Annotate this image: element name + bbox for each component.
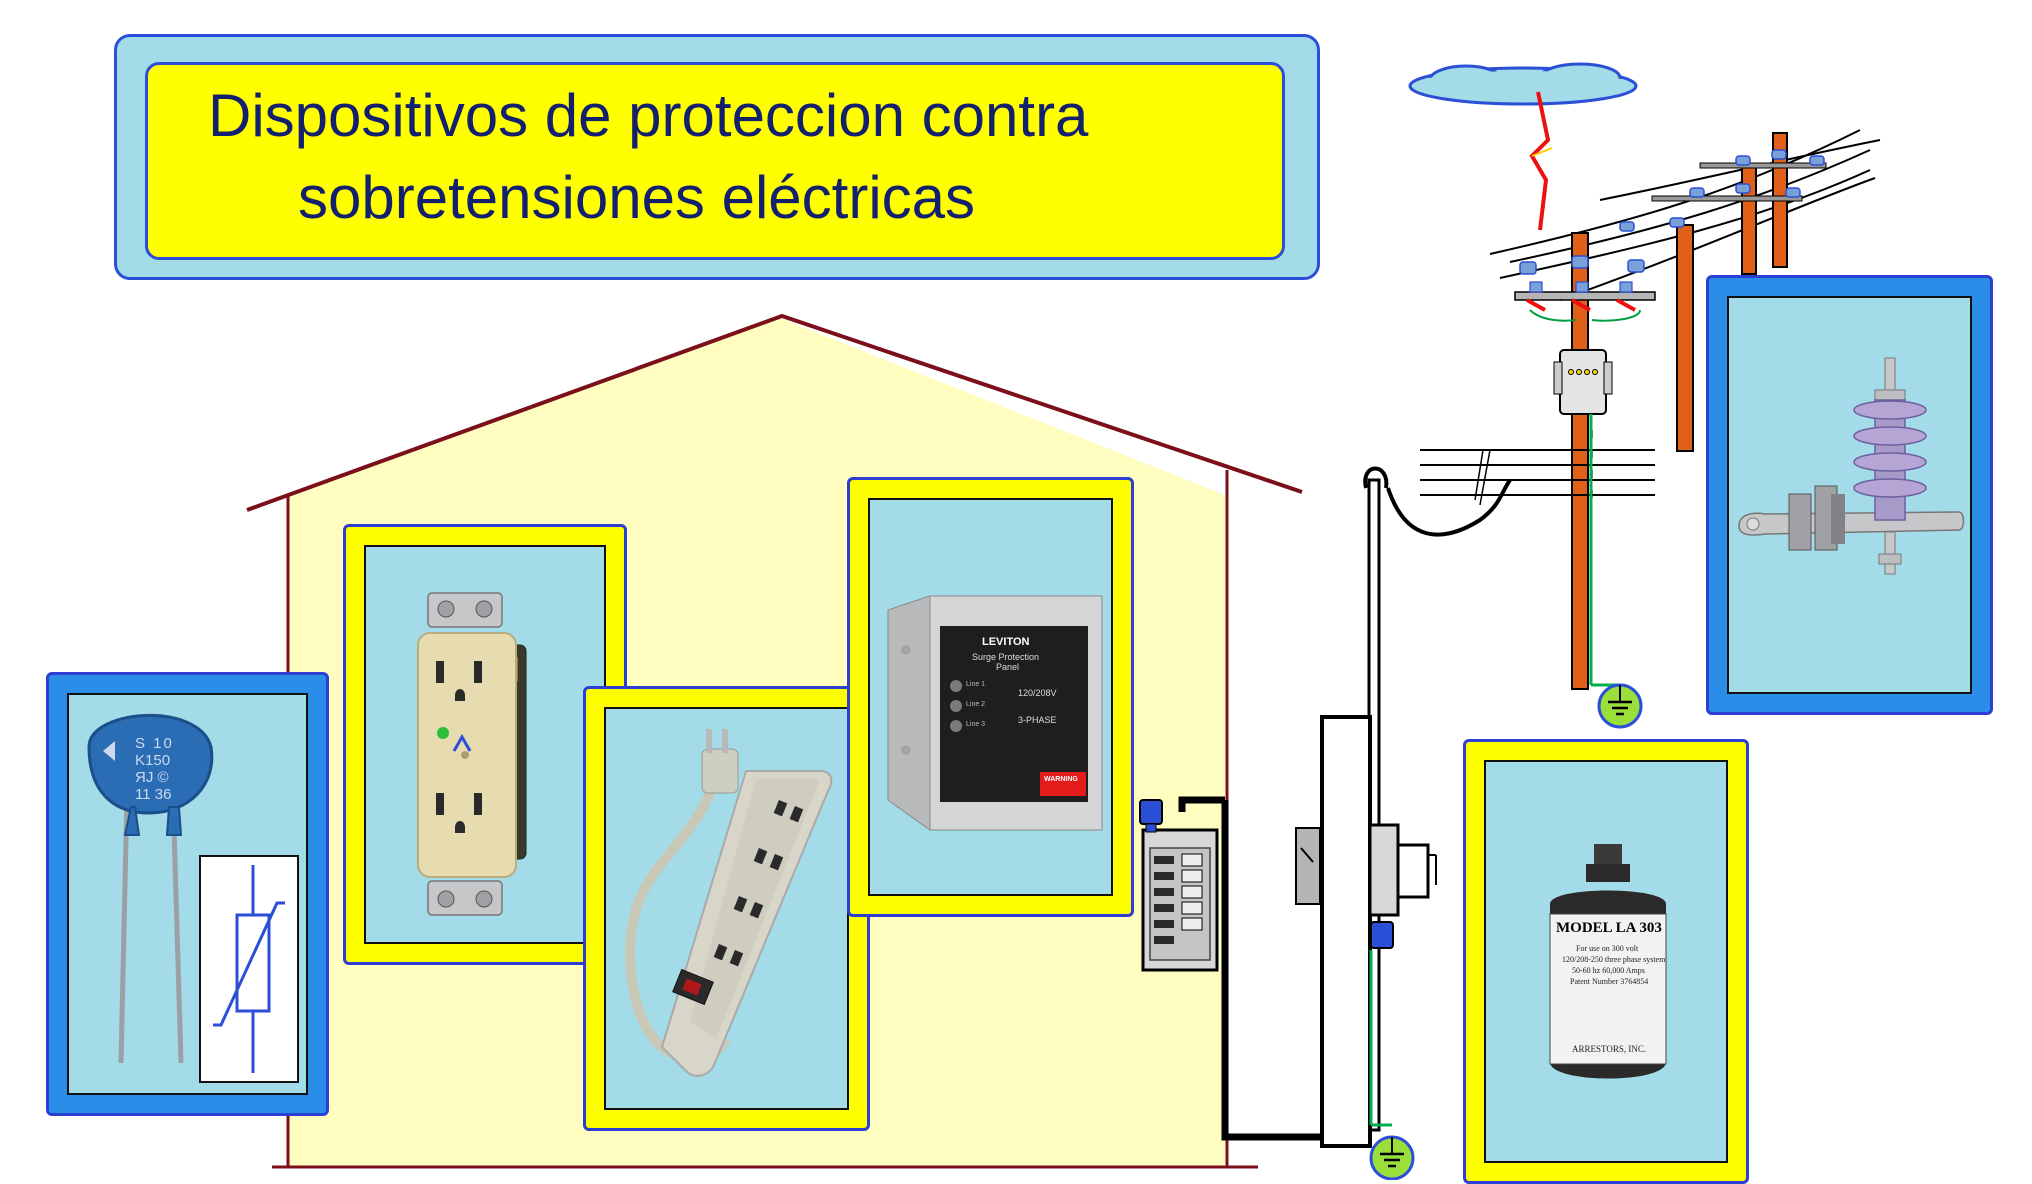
- arrester-can-panel: MODEL LA 303 For use on 300 volt 120/208…: [1484, 760, 1728, 1163]
- surge-panel-illustration: [887, 595, 1103, 831]
- surge-panel-name-1: Surge Protection: [972, 652, 1040, 662]
- line-arrester-panel: [1727, 296, 1972, 694]
- title-line-2: sobretensiones eléctricas: [298, 164, 976, 231]
- power-lines: [1489, 129, 1881, 301]
- pole-insulators: [1519, 255, 1645, 275]
- varistor-marking-4: 11 36: [135, 786, 172, 803]
- service-weatherhead: [1363, 466, 1389, 489]
- utility-pole-main: [1571, 232, 1589, 690]
- meter-surge-module: [1370, 921, 1394, 949]
- varistor-marking-2: K150: [135, 752, 171, 769]
- arrester-maker: ARRESTORS, INC.: [1572, 1044, 1647, 1054]
- arrester-can-illustration: [1549, 844, 1667, 1079]
- varistor-frame: S 10 K150 ЯJ © 11 36: [46, 672, 329, 1116]
- pole-transformer: [1559, 349, 1607, 415]
- power-strip-panel: [604, 707, 849, 1110]
- varistor-symbol-box: [199, 855, 299, 1083]
- cloud-icon: [1408, 62, 1638, 106]
- surge-panel-brand: LEVITON: [982, 636, 1030, 648]
- line-arrester-illustration: [1738, 357, 1965, 575]
- surge-panel-name-2: Panel: [996, 662, 1020, 672]
- varistor-illustration: [87, 714, 214, 1064]
- meter-glass: [1396, 843, 1430, 899]
- service-drop-cable: [1386, 478, 1512, 537]
- panel-feed-cable: [1221, 800, 1322, 1141]
- arrester-model: MODEL LA 303: [1556, 920, 1662, 936]
- breaker-rows: [1154, 853, 1203, 944]
- title-banner: Dispositivos de proteccion contra sobret…: [145, 62, 1285, 260]
- utility-pole-back-3: [1676, 224, 1694, 452]
- meter-disconnect: [1295, 827, 1321, 905]
- varistor-marking-3: ЯJ ©: [135, 769, 169, 786]
- arrester-text-2: 120/208-250 three phase system: [1562, 955, 1666, 964]
- ground-symbol-icon: [1369, 1135, 1415, 1180]
- power-strip-illustration: [625, 729, 833, 1077]
- utility-pole-back-2: [1741, 163, 1757, 275]
- arrester-can-frame: MODEL LA 303 For use on 300 volt 120/208…: [1463, 739, 1749, 1184]
- surge-panel-warning: WARNING: [1044, 776, 1078, 783]
- arrester-text-4: Patent Number 3764854: [1570, 977, 1649, 986]
- title-line-1: Dispositivos de proteccion contra: [208, 82, 1089, 149]
- meter-base: [1320, 715, 1372, 1148]
- arrester-text-3: 50-60 hz 60,000 Amps: [1572, 966, 1645, 975]
- surge-panel-line-3: Line 3: [966, 721, 986, 728]
- varistor-panel: S 10 K150 ЯJ © 11 36: [67, 693, 308, 1095]
- surge-outlet-illustration: [417, 592, 527, 916]
- pole-cutouts: [1526, 298, 1636, 312]
- surge-panel-frame: LEVITON Surge Protection Panel Line 1 Li…: [847, 477, 1134, 917]
- lightning-bolt-icon: [1529, 91, 1551, 231]
- power-strip-frame: [583, 686, 870, 1131]
- house-roof: [246, 313, 1303, 512]
- ground-symbol-icon: [1597, 683, 1643, 729]
- secondary-lines: [1420, 449, 1655, 496]
- line-arrester-frame: [1706, 275, 1993, 715]
- meter-socket: [1368, 823, 1400, 917]
- panel-surge-module: [1139, 799, 1163, 825]
- surge-panel-rating: 120/208V: [1018, 688, 1057, 698]
- arrester-text-1: For use on 300 volt: [1576, 944, 1639, 953]
- outlet-panel: [364, 545, 606, 944]
- surge-panel-line-1: Line 1: [966, 681, 986, 688]
- surge-panel-line-2: Line 2: [966, 701, 986, 708]
- varistor-marking-1: S 10: [135, 735, 174, 752]
- pole-crossarm: [1514, 291, 1656, 301]
- surge-panel-box: LEVITON Surge Protection Panel Line 1 Li…: [868, 498, 1113, 896]
- surge-panel-phase: 3-PHASE: [1018, 715, 1057, 725]
- varistor-symbol-icon: [213, 865, 285, 1073]
